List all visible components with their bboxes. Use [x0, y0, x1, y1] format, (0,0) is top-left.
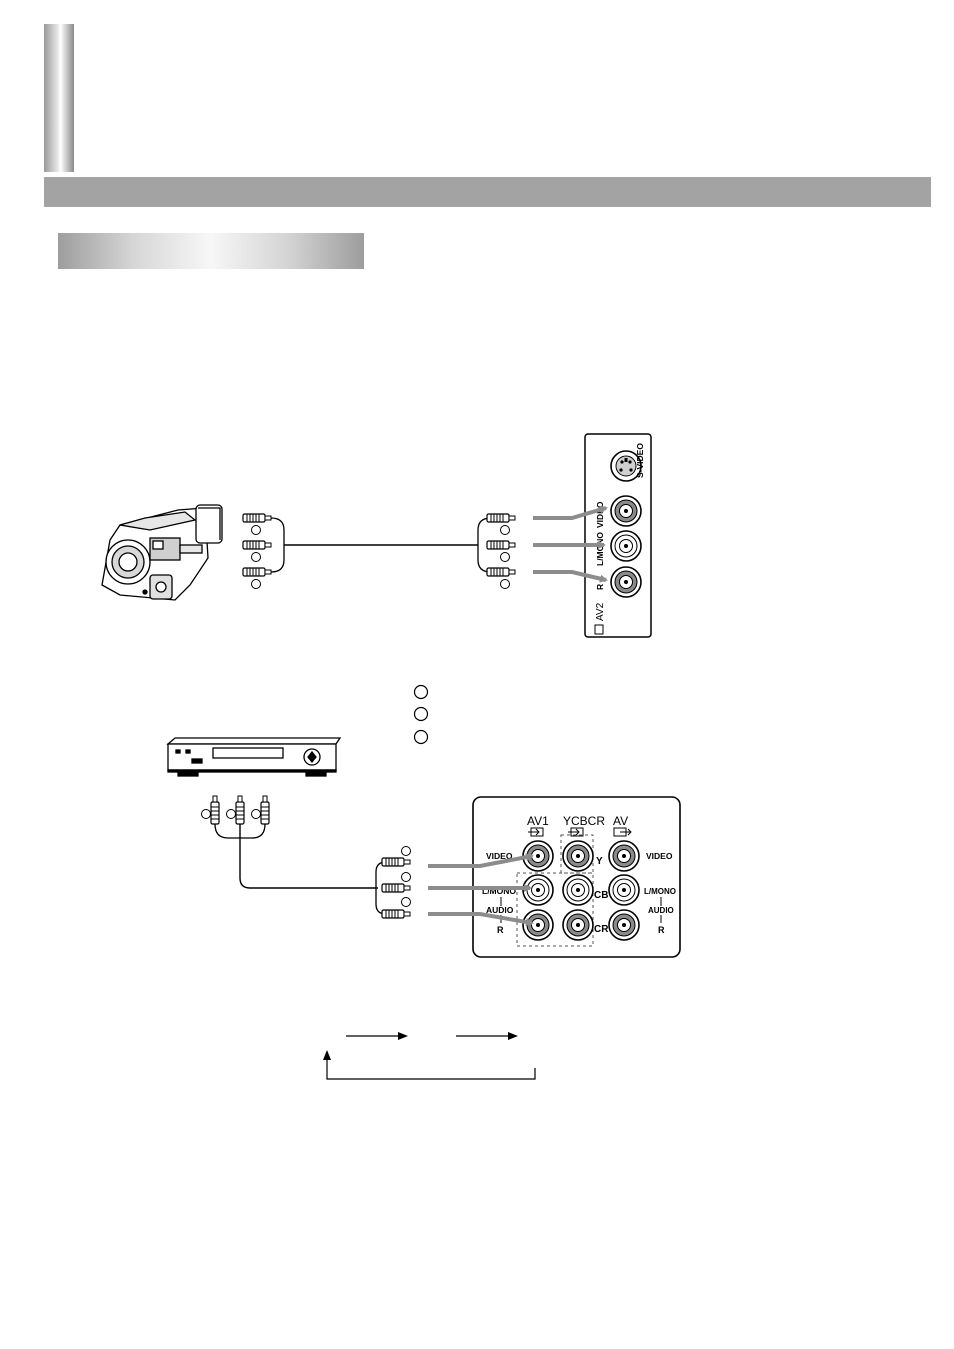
jack-icon	[610, 530, 642, 562]
jack-icon	[562, 874, 594, 906]
jack-icon	[610, 566, 642, 598]
input-arrow-icon	[568, 827, 584, 837]
svg-text:VIDEO: VIDEO	[595, 501, 605, 528]
subsection-header-band	[58, 233, 364, 269]
input-arrow-icon	[528, 827, 544, 837]
label-lmono-left: L/MONO	[482, 886, 516, 896]
vcr-icon	[166, 737, 342, 777]
header-ycbcr: YCBCR	[563, 814, 605, 828]
camcorder-icon	[101, 504, 223, 601]
svg-text:R: R	[595, 584, 605, 590]
jack-icon	[608, 840, 640, 872]
label-video-top: VIDEO	[595, 501, 605, 528]
page-side-bar	[44, 24, 74, 172]
label-audio-left: AUDIO	[486, 905, 514, 915]
header-av-out: AV	[613, 814, 628, 828]
jack-icon	[608, 874, 640, 906]
svg-text:S-VIDEO: S-VIDEO	[635, 443, 645, 478]
top-connection-arrows	[533, 505, 608, 583]
label-lmono-right: L/MONO	[644, 887, 676, 896]
svg-text:AV2: AV2	[595, 602, 606, 621]
label-video-right: VIDEO	[646, 851, 673, 861]
svideo-jack-icon	[610, 450, 642, 482]
jack-icon	[562, 840, 594, 872]
label-cb: CB	[594, 890, 608, 901]
vcr-cable-plugs	[201, 795, 378, 889]
camcorder-cable-plugs	[242, 513, 285, 589]
jack-icon	[610, 495, 642, 527]
label-cr: CR	[594, 924, 609, 935]
mode-cycle-diagram	[323, 1032, 536, 1080]
svg-text:L/MONO: L/MONO	[595, 532, 605, 566]
jack-icon	[562, 909, 594, 941]
legend-circles	[413, 684, 429, 745]
label-video-left: VIDEO	[486, 851, 513, 861]
jack-icon	[522, 909, 554, 941]
output-arrow-icon	[613, 827, 632, 837]
label-r-top: R	[595, 584, 605, 590]
jack-icon	[608, 909, 640, 941]
section-header-band	[44, 177, 931, 207]
tv-bottom-cable-plugs	[375, 846, 411, 919]
label-audio-right: AUDIO	[648, 906, 674, 915]
label-r-right: R	[658, 925, 665, 935]
header-av1: AV1	[527, 814, 549, 828]
label-y: Y	[596, 856, 603, 867]
component-group-outline	[516, 872, 594, 947]
tv-cable-plugs	[477, 513, 516, 589]
bottom-connection-arrows	[428, 853, 534, 926]
label-svideo: S-VIDEO	[635, 443, 645, 478]
label-av2: AV2	[594, 602, 606, 635]
label-lmono-top: L/MONO	[595, 532, 605, 566]
label-r-left: R	[497, 925, 504, 935]
